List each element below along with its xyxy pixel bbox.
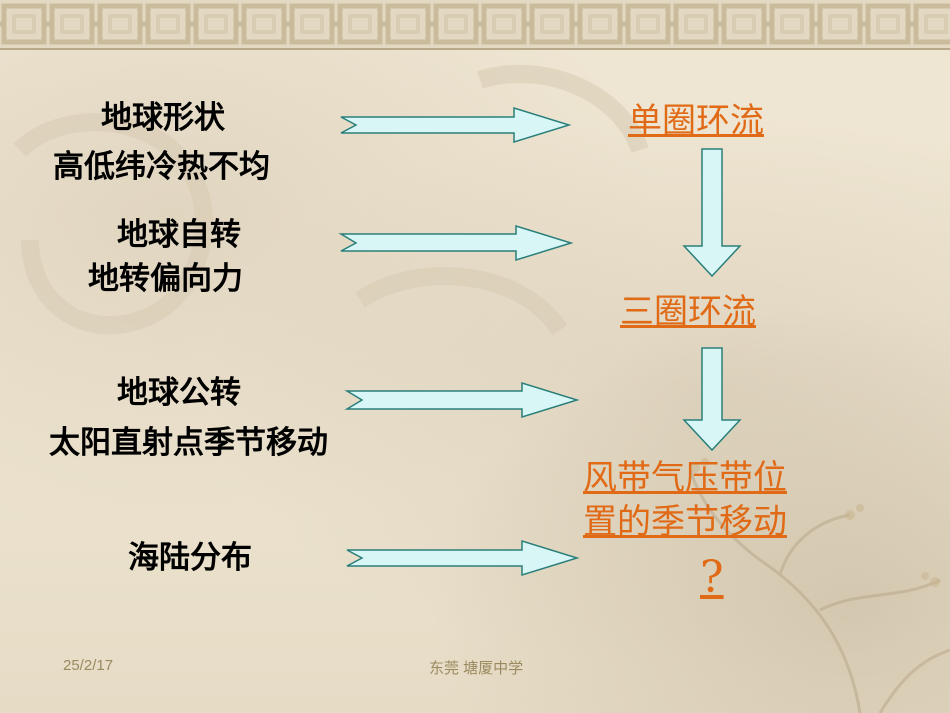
- footer-school: 东莞 塘厦中学: [429, 657, 523, 678]
- result-seasonal-shift-line1[interactable]: 风带气压带位: [583, 461, 787, 495]
- footer-date: 25/2/17: [63, 657, 113, 674]
- cause-earth-revolution-label: 地球公转: [117, 375, 241, 411]
- cause-earth-shape-label: 地球形状: [101, 100, 225, 136]
- cause-direct-sun-shift: 太阳直射点季节移动: [49, 428, 328, 459]
- cause-coriolis-force-label: 地转偏向力: [88, 261, 243, 297]
- question-mark[interactable]: ?: [700, 556, 724, 600]
- result-seasonal-shift-line2-label[interactable]: 置的季节移动: [583, 502, 787, 542]
- result-seasonal-shift-line1-label[interactable]: 风带气压带位: [583, 458, 787, 498]
- result-single-cell-circulation[interactable]: 单圈环流: [628, 104, 764, 138]
- decorative-border: [0, 0, 950, 50]
- result-single-cell-circulation-label[interactable]: 单圈环流: [628, 101, 764, 141]
- question-mark-label[interactable]: ?: [700, 552, 724, 603]
- cause-direct-sun-shift-label: 太阳直射点季节移动: [49, 425, 328, 461]
- result-three-cell-circulation[interactable]: 三圈环流: [620, 295, 756, 329]
- footer-school-label: 东莞 塘厦中学: [429, 660, 524, 677]
- result-three-cell-circulation-label[interactable]: 三圈环流: [620, 292, 756, 332]
- cause-coriolis-force: 地转偏向力: [88, 264, 243, 295]
- cause-earth-rotation-label: 地球自转: [117, 217, 241, 253]
- cause-earth-shape: 地球形状: [101, 103, 225, 134]
- footer-date-label: 25/2/17: [63, 657, 114, 674]
- cause-earth-rotation: 地球自转: [117, 220, 241, 251]
- result-seasonal-shift-line2[interactable]: 置的季节移动: [583, 505, 787, 539]
- border-pattern: [0, 0, 950, 48]
- cause-land-sea-distribution: 海陆分布: [128, 543, 252, 574]
- cause-temperature-difference: 高低纬冷热不均: [53, 152, 270, 183]
- cause-land-sea-distribution-label: 海陆分布: [128, 540, 252, 576]
- cause-temperature-difference-label: 高低纬冷热不均: [53, 149, 270, 185]
- cause-earth-revolution: 地球公转: [117, 378, 241, 409]
